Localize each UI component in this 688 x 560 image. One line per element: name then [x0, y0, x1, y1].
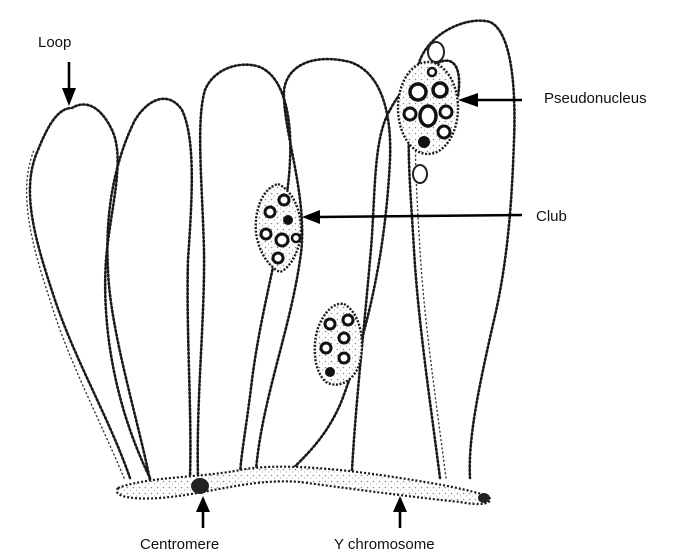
pseudonucleus [398, 42, 458, 183]
pseudonucleus-label: Pseudonucleus [544, 90, 647, 107]
club-upper [256, 184, 301, 272]
y-chromosome-axis [117, 467, 490, 504]
club-label: Club [536, 208, 567, 225]
loop-2 [107, 99, 191, 480]
centromere-arrow [196, 496, 210, 528]
loop-label: Loop [38, 34, 71, 51]
centromere-label: Centromere [140, 536, 219, 553]
pseudonucleus-arrow [458, 93, 522, 107]
y-chromosome-arrow [393, 496, 407, 528]
centromere-knob [191, 478, 209, 494]
loop-3 [198, 65, 291, 478]
club-lower [315, 304, 362, 385]
y-chromosome-label: Y chromosome [334, 536, 435, 553]
loop-arrow [62, 62, 76, 106]
loop-1 [30, 104, 150, 478]
